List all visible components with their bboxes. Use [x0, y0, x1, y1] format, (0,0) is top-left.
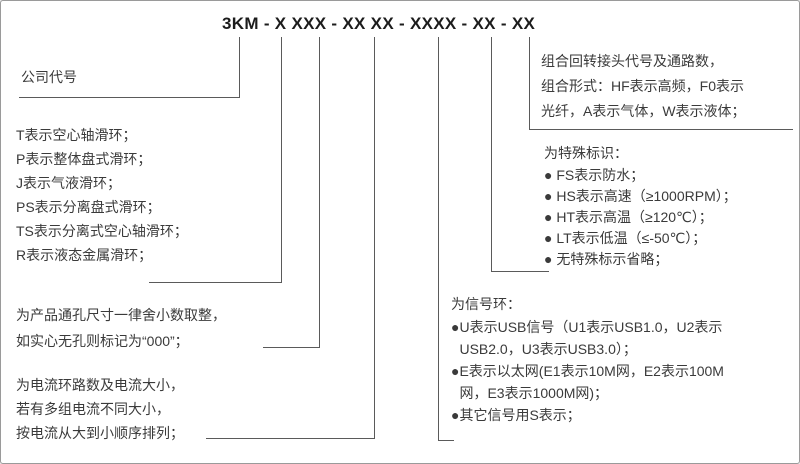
- signal-ring-item: ● 其它信号用S表示；: [451, 404, 749, 426]
- bullet-icon: ●: [451, 363, 460, 379]
- connector-hline-company: [19, 97, 240, 98]
- signal-ring-item: ● E表示以太网(E1表示10M网，E2表示100M网，E3表示1000M网)；: [451, 360, 749, 404]
- special-mark-item: ● 无特殊标示省略；: [544, 251, 669, 267]
- rotary-line: 组合形式：HF表示高频，F0表示: [541, 78, 744, 94]
- signal-ring-list: ● U表示USB信号（U1表示USB1.0，U2表示USB2.0，U3表示USB…: [451, 316, 749, 426]
- connector-hline-current: [206, 438, 375, 439]
- signal-ring-heading: 为信号环：: [451, 296, 521, 312]
- special-mark-item: ● HT表示高温（≥120℃）；: [544, 209, 713, 225]
- type-line: PS表示分离盘式滑环；: [16, 199, 161, 215]
- connector-vline-bore: [319, 37, 320, 347]
- special-mark-heading: 为特殊标识：: [544, 145, 628, 161]
- connector-vline-company: [239, 37, 240, 97]
- rotary-joint-block: 组合回转接头代号及通路数， 组合形式：HF表示高频，F0表示 光纤，A表示气体，…: [541, 49, 746, 124]
- connector-vline-current: [374, 37, 375, 438]
- company-code-label: 公司代号: [21, 69, 77, 85]
- bore-line: 为产品通孔尺寸一律舍小数取整，: [16, 307, 226, 323]
- connector-hline-signal: [438, 440, 454, 441]
- type-line: R表示液态金属滑环；: [16, 247, 153, 263]
- current-line: 按电流从大到小顺序排列；: [16, 425, 184, 441]
- current-line: 为电流环路数及电流大小，: [16, 377, 184, 393]
- signal-item-text: 其它信号用S表示；: [459, 407, 581, 423]
- type-line: P表示整体盘式滑环；: [16, 151, 152, 167]
- type-line: T表示空心轴滑环；: [16, 127, 137, 143]
- special-mark-item: ● LT表示低温（≤-50℃）；: [544, 230, 707, 246]
- special-mark-list: ● FS表示防水； ● HS表示高速（≥1000RPM）； ● HT表示高温（≥…: [544, 165, 737, 270]
- current-circuit-block: 为电流环路数及电流大小， 若有多组电流不同大小， 按电流从大到小顺序排列；: [16, 373, 184, 445]
- bullet-icon: ●: [451, 407, 460, 423]
- signal-ring-item: ● U表示USB信号（U1表示USB1.0，U2表示USB2.0，U3表示USB…: [451, 316, 749, 360]
- special-mark-block: 为特殊标识： ● FS表示防水； ● HS表示高速（≥1000RPM）； ● H…: [544, 143, 737, 270]
- connector-vline-rotary: [529, 37, 530, 129]
- connector-vline-type: [281, 37, 282, 282]
- signal-item-text: U表示USB信号（U1表示USB1.0，U2表示USB2.0，U3表示USB3.…: [459, 319, 723, 357]
- bore-size-block: 为产品通孔尺寸一律舍小数取整， 如实心无孔则标记为“000”；: [16, 302, 226, 354]
- type-line: J表示气液滑环；: [16, 175, 121, 191]
- current-line: 若有多组电流不同大小，: [16, 401, 170, 417]
- signal-item-text: E表示以太网(E1表示10M网，E2表示100M网，E3表示1000M网)；: [459, 363, 724, 401]
- connector-hline-type: [149, 282, 282, 283]
- bullet-icon: ●: [451, 319, 460, 335]
- special-mark-item: ● HS表示高速（≥1000RPM）；: [544, 188, 737, 204]
- connector-hline-bore: [263, 347, 320, 348]
- connector-vline-special: [491, 37, 492, 271]
- special-mark-item: ● FS表示防水；: [544, 167, 645, 183]
- bore-line: 如实心无孔则标记为“000”；: [16, 333, 189, 349]
- rotary-line: 光纤，A表示气体，W表示液体；: [541, 103, 746, 119]
- rotary-line: 组合回转接头代号及通路数，: [541, 53, 723, 69]
- slip-ring-type-block: T表示空心轴滑环； P表示整体盘式滑环； J表示气液滑环； PS表示分离盘式滑环…: [16, 123, 188, 267]
- model-code-title: 3KM - X XXX - XX XX - XXXX - XX - XX: [222, 14, 536, 33]
- type-line: TS表示分离式空心轴滑环；: [16, 223, 188, 239]
- signal-ring-block: 为信号环： ● U表示USB信号（U1表示USB1.0，U2表示USB2.0，U…: [451, 294, 749, 426]
- connector-vline-signal: [438, 37, 439, 440]
- connector-hline-rotary: [529, 129, 793, 130]
- connector-hline-special: [491, 271, 549, 272]
